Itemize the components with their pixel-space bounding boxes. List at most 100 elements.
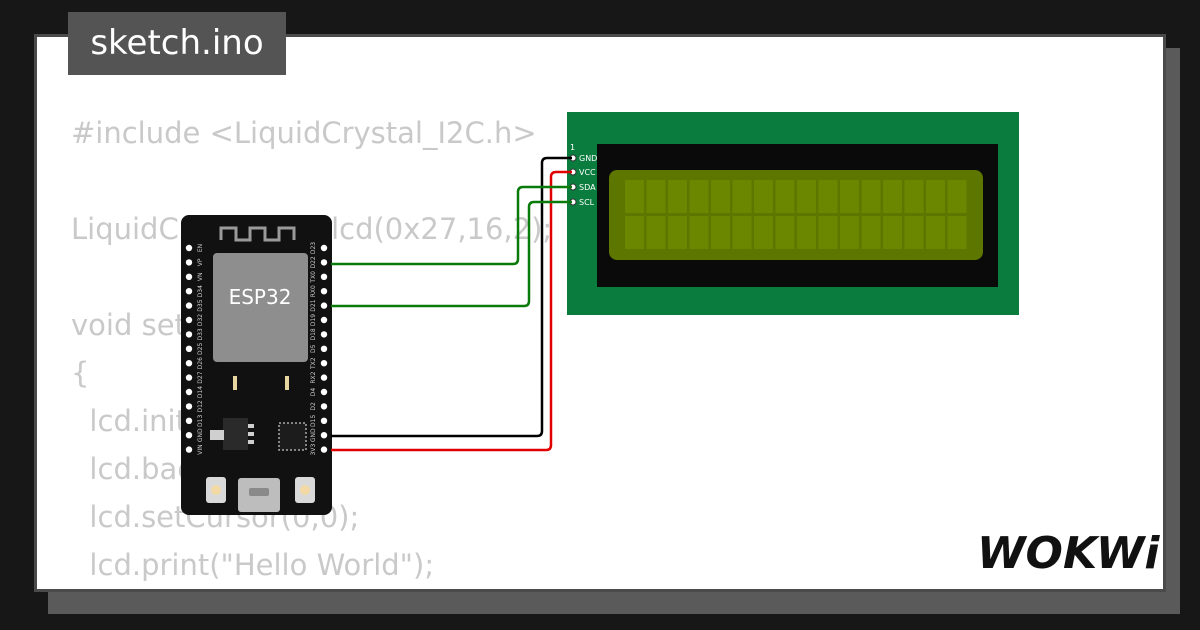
esp32-pin[interactable] <box>320 259 328 266</box>
lcd-pin-label: GND <box>579 154 597 163</box>
esp32-pin[interactable] <box>185 374 193 381</box>
module-pad <box>285 376 289 390</box>
module-pad <box>233 376 237 390</box>
esp32-pin-label: D21 <box>310 299 317 311</box>
lcd-character-cell <box>711 180 730 213</box>
esp32-pin[interactable] <box>320 388 328 396</box>
esp32-pin[interactable] <box>320 446 328 453</box>
esp32-pin[interactable] <box>320 345 328 352</box>
esp32-pin[interactable] <box>320 302 328 309</box>
esp32-pin[interactable] <box>185 388 193 396</box>
lcd-character-cell <box>947 180 967 213</box>
esp32-pin[interactable] <box>185 360 193 367</box>
lcd-character-cell <box>775 180 795 213</box>
esp32-pin[interactable] <box>320 316 328 324</box>
lcd-pin-label: SDA <box>579 183 596 192</box>
esp32-pin[interactable] <box>320 244 328 252</box>
lcd-character-cell <box>646 180 666 213</box>
lcd-character-cell <box>861 180 881 213</box>
esp32-pin-label: D27 <box>197 371 204 383</box>
micro-usb-slot <box>249 488 269 496</box>
lcd-character-cell <box>775 216 795 249</box>
esp32-pin[interactable] <box>185 273 193 280</box>
boot-button[interactable] <box>206 477 226 503</box>
esp32-module <box>213 253 308 362</box>
lcd-character-cell <box>883 216 902 249</box>
esp32-pin-label: TX0 <box>310 271 317 284</box>
reset-button[interactable] <box>295 477 315 503</box>
esp32-pin-label: GND <box>310 428 317 442</box>
esp32-pin[interactable] <box>320 374 328 381</box>
esp32-pin-label: D35 <box>197 299 204 311</box>
wire-gnd[interactable] <box>331 156 572 438</box>
esp32-pin-label: D19 <box>310 314 317 326</box>
esp32-pin-label: RX0 <box>310 285 317 297</box>
esp32-pin-label: D2 <box>310 402 317 411</box>
lcd-character-cell <box>668 180 687 213</box>
lcd-pin-header: GND VCC SDA SCL <box>569 154 597 207</box>
lcd-character-cell <box>754 180 773 213</box>
esp32-pin-label: D26 <box>197 357 204 369</box>
esp32-pin-label: D33 <box>197 328 204 340</box>
esp32-pin[interactable] <box>320 288 328 295</box>
lcd-character-cell <box>625 216 644 249</box>
esp32-pin[interactable] <box>320 360 328 367</box>
esp32-pin[interactable] <box>320 331 328 338</box>
esp32-pin[interactable] <box>185 331 193 338</box>
esp32-pin-label: D25 <box>197 342 204 354</box>
lcd-character-cell <box>711 216 730 249</box>
voltage-regulator-icon <box>210 418 254 450</box>
esp32-pin-label: EN <box>197 244 204 252</box>
esp32-pin[interactable] <box>185 288 193 295</box>
esp32-pin[interactable] <box>185 403 193 410</box>
esp32-board[interactable]: ESP32 ENVPVND34D35D32D33D25D26D27D14D12D… <box>181 215 332 515</box>
esp32-pin[interactable] <box>320 417 328 424</box>
esp32-pin-label: D13 <box>197 414 204 426</box>
esp32-pin-label: D5 <box>310 344 317 353</box>
wire-vcc[interactable] <box>331 170 572 452</box>
esp32-pin[interactable] <box>185 259 193 266</box>
wokwi-logo: WOKWi <box>977 528 1160 579</box>
esp32-pin[interactable] <box>185 244 193 252</box>
esp32-right-pin-header: D23D22TX0RX0D21D19D18D5TX2RX2D4D2D15GND3… <box>310 242 328 456</box>
lcd-character-cell <box>689 180 709 213</box>
esp32-pin-label: D18 <box>310 328 317 340</box>
esp32-pin[interactable] <box>185 302 193 309</box>
lcd-character-cell <box>797 216 816 249</box>
esp32-pin-label: VP <box>197 258 204 266</box>
esp32-pin[interactable] <box>185 417 193 424</box>
esp32-pin-label: D4 <box>310 388 317 397</box>
lcd-character-cell <box>840 180 859 213</box>
code-line: lcd.print("Hello World"); <box>71 548 435 582</box>
esp32-pin-label: D15 <box>310 414 317 426</box>
esp32-pin[interactable] <box>320 403 328 410</box>
lcd-character-cell <box>926 216 945 249</box>
lcd-character-grid <box>625 180 967 249</box>
esp32-pin[interactable] <box>185 316 193 324</box>
esp32-pin-label: TX2 <box>310 357 317 370</box>
esp32-pin[interactable] <box>185 446 193 453</box>
wire-scl[interactable] <box>331 200 572 308</box>
lcd-character-cell <box>926 180 945 213</box>
esp32-pin-label: D34 <box>197 285 204 297</box>
file-tab[interactable]: sketch.ino <box>68 12 286 75</box>
lcd-character-cell <box>818 180 838 213</box>
esp32-pin-label: VIN <box>197 444 204 454</box>
esp32-pin[interactable] <box>185 345 193 352</box>
esp32-pin-label: GND <box>197 428 204 442</box>
esp32-pin-label: D22 <box>310 256 317 268</box>
esp32-pin[interactable] <box>320 273 328 280</box>
lcd-character-cell <box>732 216 752 249</box>
esp32-pin[interactable] <box>320 432 328 439</box>
lcd-pin-label: VCC <box>579 168 596 177</box>
esp32-chip-label: ESP32 <box>229 285 292 309</box>
wire-sda[interactable] <box>331 185 572 266</box>
code-line: { <box>71 356 90 390</box>
esp32-pin[interactable] <box>185 432 193 439</box>
esp32-pin-label: 3V3 <box>310 444 317 456</box>
esp32-pin-label: D12 <box>197 400 204 412</box>
lcd-character-cell <box>646 216 666 249</box>
lcd-pin-label: SCL <box>579 198 595 207</box>
